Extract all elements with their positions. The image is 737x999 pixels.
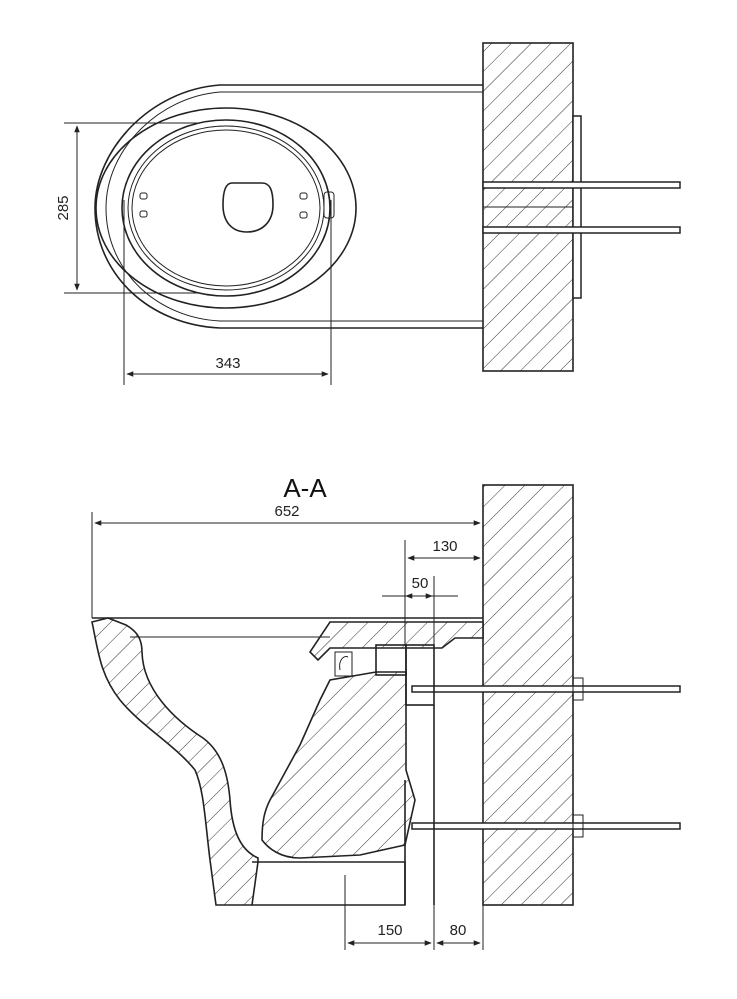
trap-wall bbox=[261, 671, 416, 859]
base-foot bbox=[252, 861, 406, 906]
fixing-rod-upper-section bbox=[411, 685, 681, 693]
dim-652-label: 652 bbox=[274, 503, 299, 520]
wall-section bbox=[482, 484, 574, 906]
rim-top bbox=[308, 621, 484, 662]
wall-plate-plan bbox=[572, 115, 582, 299]
dim-130-label: 130 bbox=[432, 538, 457, 555]
dim-50-label: 50 bbox=[412, 575, 429, 592]
seat-outer bbox=[121, 119, 331, 297]
dim-150-label: 150 bbox=[377, 922, 402, 939]
fixing-rod-lower-section bbox=[411, 822, 681, 830]
section-view: A-A 652 130 bbox=[91, 473, 681, 950]
dim-285-label: 285 bbox=[55, 195, 72, 220]
section-title: A-A bbox=[283, 473, 327, 503]
bowl-front-wall bbox=[91, 617, 259, 906]
rim-outline bbox=[95, 107, 357, 309]
fixing-rod-lower-plan bbox=[482, 226, 681, 234]
bowl-outer-outline bbox=[94, 84, 483, 329]
plan-view: 285 343 bbox=[55, 42, 681, 385]
fixing-rod-upper-plan bbox=[482, 181, 681, 189]
drain-opening bbox=[222, 182, 274, 233]
dim-80-label: 80 bbox=[450, 922, 467, 939]
dim-343-label: 343 bbox=[215, 355, 240, 372]
